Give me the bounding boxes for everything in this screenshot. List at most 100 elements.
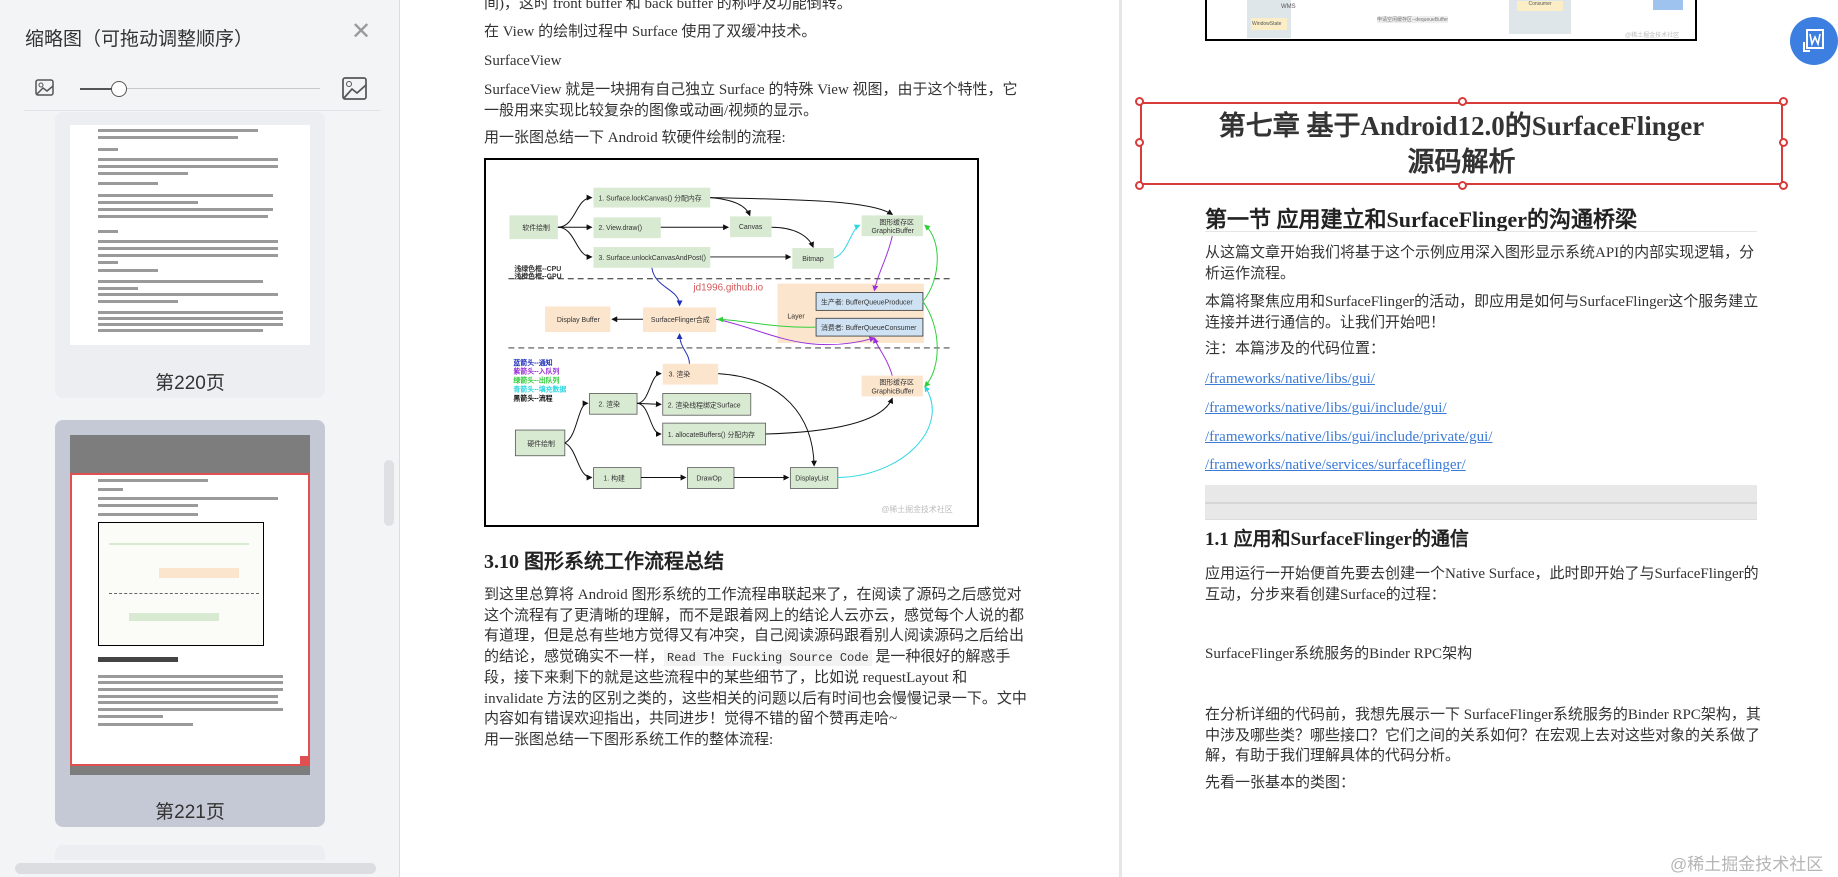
divider: [24, 110, 380, 111]
diagram-label: 3. 渲染: [669, 370, 691, 379]
code-path-link[interactable]: /frameworks/native/libs/gui/include/gui/: [1205, 400, 1447, 416]
diagram-label: Bitmap: [802, 256, 824, 263]
image-label: WMS: [1281, 4, 1296, 10]
vertical-scrollbar[interactable]: [384, 460, 394, 526]
node-displaylist: [789, 467, 839, 489]
code-path-link[interactable]: /frameworks/native/services/surfacefling…: [1205, 457, 1466, 473]
legend-green: 绿箭头--出队列: [513, 376, 559, 385]
horizontal-scrollbar[interactable]: [15, 863, 376, 874]
image-label: WindowState: [1252, 21, 1282, 27]
resize-handle[interactable]: [300, 756, 310, 766]
node-view-draw: [593, 217, 661, 239]
diagram-label: 软件绘制: [522, 223, 550, 232]
node-hardware-draw: [514, 429, 566, 457]
sidebar-title: 缩略图（可拖动调整顺序）: [25, 29, 254, 50]
diagram-label: DrawOp: [696, 475, 721, 482]
viewport-indicator[interactable]: [70, 473, 310, 766]
top-image-clip: WMS WindowState 申请空闲缓存区--dequeueBuffer C…: [1205, 0, 1697, 41]
image-label: 申请空闲缓存区--dequeueBuffer: [1377, 16, 1449, 23]
paragraph: SurfaceView: [484, 53, 562, 69]
node-surfaceflinger: [642, 307, 717, 333]
legend-black: 黑箭头--流程: [513, 393, 552, 402]
diagram-label: Display Buffer: [557, 317, 601, 324]
paragraph: 应用运行一开始便首先要去创建一个Native Surface，此时即开始了与Su…: [1205, 566, 1759, 603]
paragraph: 用一张图总结一下 Android 软硬件绘制的流程:: [484, 130, 786, 146]
convert-to-word-icon: [1803, 29, 1824, 52]
diagram-label: 硬件绘制: [527, 439, 555, 448]
thumbnail-size-slider[interactable]: [80, 88, 320, 89]
thumbnail-sidebar: 缩略图（可拖动调整顺序） ✕ 第220页 第221页: [0, 0, 400, 877]
diagram-label: 图形缓存区: [879, 217, 914, 226]
node-bind-surface: [662, 393, 752, 416]
inline-code: Read The Fucking Source Code: [664, 649, 872, 666]
chapter-title-line: 源码解析: [1407, 147, 1516, 177]
diagram-label: 1. 构建: [603, 473, 625, 482]
diagram-label: DisplayList: [795, 475, 828, 482]
section-heading: 3.10 图形系统工作流程总结: [484, 551, 724, 573]
paragraph: 在 View 的绘制过程中 Surface 使用了双缓冲技术。: [484, 24, 817, 40]
paragraph: 注：本篇涉及的代码位置：: [1205, 341, 1386, 357]
section-title: 第一节 应用建立和SurfaceFlinger的沟通桥梁: [1205, 207, 1638, 232]
diagram-label: Layer: [787, 313, 805, 320]
node-render3: [662, 363, 719, 385]
divider: [1205, 231, 1757, 232]
subsection-heading: 1.1 应用和SurfaceFlinger的通信: [1205, 529, 1469, 550]
node-display-buffer: [545, 306, 611, 333]
paragraph: 先看一张基本的类图：: [1205, 775, 1356, 791]
page-label: 第220页: [155, 373, 225, 394]
close-icon[interactable]: ✕: [350, 17, 372, 45]
node-bitmap: [792, 248, 834, 269]
flow-arrows: [557, 194, 938, 481]
small-image-icon[interactable]: [35, 79, 55, 97]
legend-gpu: 浅橙色框--GPU: [514, 272, 561, 281]
diagram-label: 生产者: BufferQueueProducer: [821, 297, 913, 306]
empty-code-block: [1205, 485, 1757, 520]
selected-title-box[interactable]: 第七章 基于Android12.0的SurfaceFlinger 源码解析: [1135, 97, 1788, 190]
large-image-icon[interactable]: [342, 77, 368, 101]
rendering-flow-diagram: 软件绘制 1. Surface.lockCanvas() 分配内存 2. Vie…: [484, 158, 979, 527]
legend-blue: 蓝箭头--通知: [513, 358, 552, 367]
legend-cyan: 青箭头--填充数据: [513, 384, 566, 393]
paragraph-text: 是一种很好的解惑手段，接下来剩下的就是这些流程中的某些细节了，比如说 reque…: [484, 648, 1027, 728]
diagram-label: Canvas: [739, 224, 763, 231]
diagram-label: GraphicBuffer: [871, 228, 914, 235]
diagram-label: SurfaceFlinger合成: [651, 315, 710, 324]
page-thumbnail-222[interactable]: [55, 845, 325, 860]
chapter-title-line: 第七章 基于Android12.0的SurfaceFlinger: [1218, 111, 1705, 141]
page-preview: [70, 125, 310, 345]
paragraph: 用一张图总结一下图形系统工作的整体流程:: [484, 732, 774, 748]
diagram-label: 图形缓存区: [879, 378, 914, 387]
image-watermark: @稀土掘金技术社区: [881, 504, 952, 514]
paragraph: 间)，这时 front buffer 和 back buffer 的称呼及功能倒…: [484, 0, 852, 12]
code-path-link[interactable]: /frameworks/native/libs/gui/: [1205, 371, 1375, 387]
node-graphicbuffer-top: [861, 215, 923, 237]
convert-to-word-button[interactable]: [1790, 17, 1838, 65]
image-caption: SurfaceFlinger系统服务的Binder RPC架构: [1205, 646, 1473, 662]
site-watermark: jd1996.github.io: [692, 283, 763, 294]
node-canvas: [730, 216, 772, 238]
code-path-link[interactable]: /frameworks/native/libs/gui/include/priv…: [1205, 429, 1493, 445]
node-software-draw: [509, 215, 558, 240]
page-separator: [1119, 0, 1122, 877]
page-label: 第221页: [155, 802, 225, 823]
diagram-label: 3. Surface.unlockCanvasAndPost(): [598, 255, 706, 262]
diagram-label: 1. allocateBuffers() 分配内存: [668, 430, 755, 439]
diagram-label: GraphicBuffer: [871, 388, 914, 395]
image-watermark: @稀土掘金技术社区: [1625, 33, 1680, 39]
node-lock-canvas: [593, 187, 711, 208]
diagram-label: 1. Surface.lockCanvas() 分配内存: [598, 194, 701, 203]
diagram-label: 消费者: BufferQueueConsumer: [821, 323, 917, 332]
paragraph: 到这里总算将 Android 图形系统的工作流程串联起来了，在阅读了源码之后感觉…: [484, 585, 1030, 730]
chapter-title: 第七章 基于Android12.0的SurfaceFlinger 源码解析: [1142, 104, 1781, 180]
paragraph-text: 到这里总算将 Android 图形系统的工作流程串联起来了，在阅读了源码之后感觉…: [484, 587, 1025, 665]
diagram-label: 2. View.draw(): [598, 225, 642, 232]
diagram-label: 2. 渲染线程绑定Surface: [668, 400, 741, 409]
paragraph: 从这篇文章开始我们将基于这个示例应用深入图形显示系统API的内部实现逻辑，分析运…: [1205, 245, 1755, 282]
legend-cpu: 浅绿色框--CPU: [514, 264, 561, 273]
image-label: Consumer: [1517, 1, 1563, 11]
slider-thumb[interactable]: [111, 81, 127, 97]
node-graphicbuffer-bottom: [861, 375, 923, 397]
page-preview: [70, 435, 310, 775]
paragraph: SurfaceView 就是一块拥有自己独立 Surface 的特殊 View …: [484, 82, 1018, 119]
watermark: @稀土掘金技术社区: [1670, 855, 1824, 874]
